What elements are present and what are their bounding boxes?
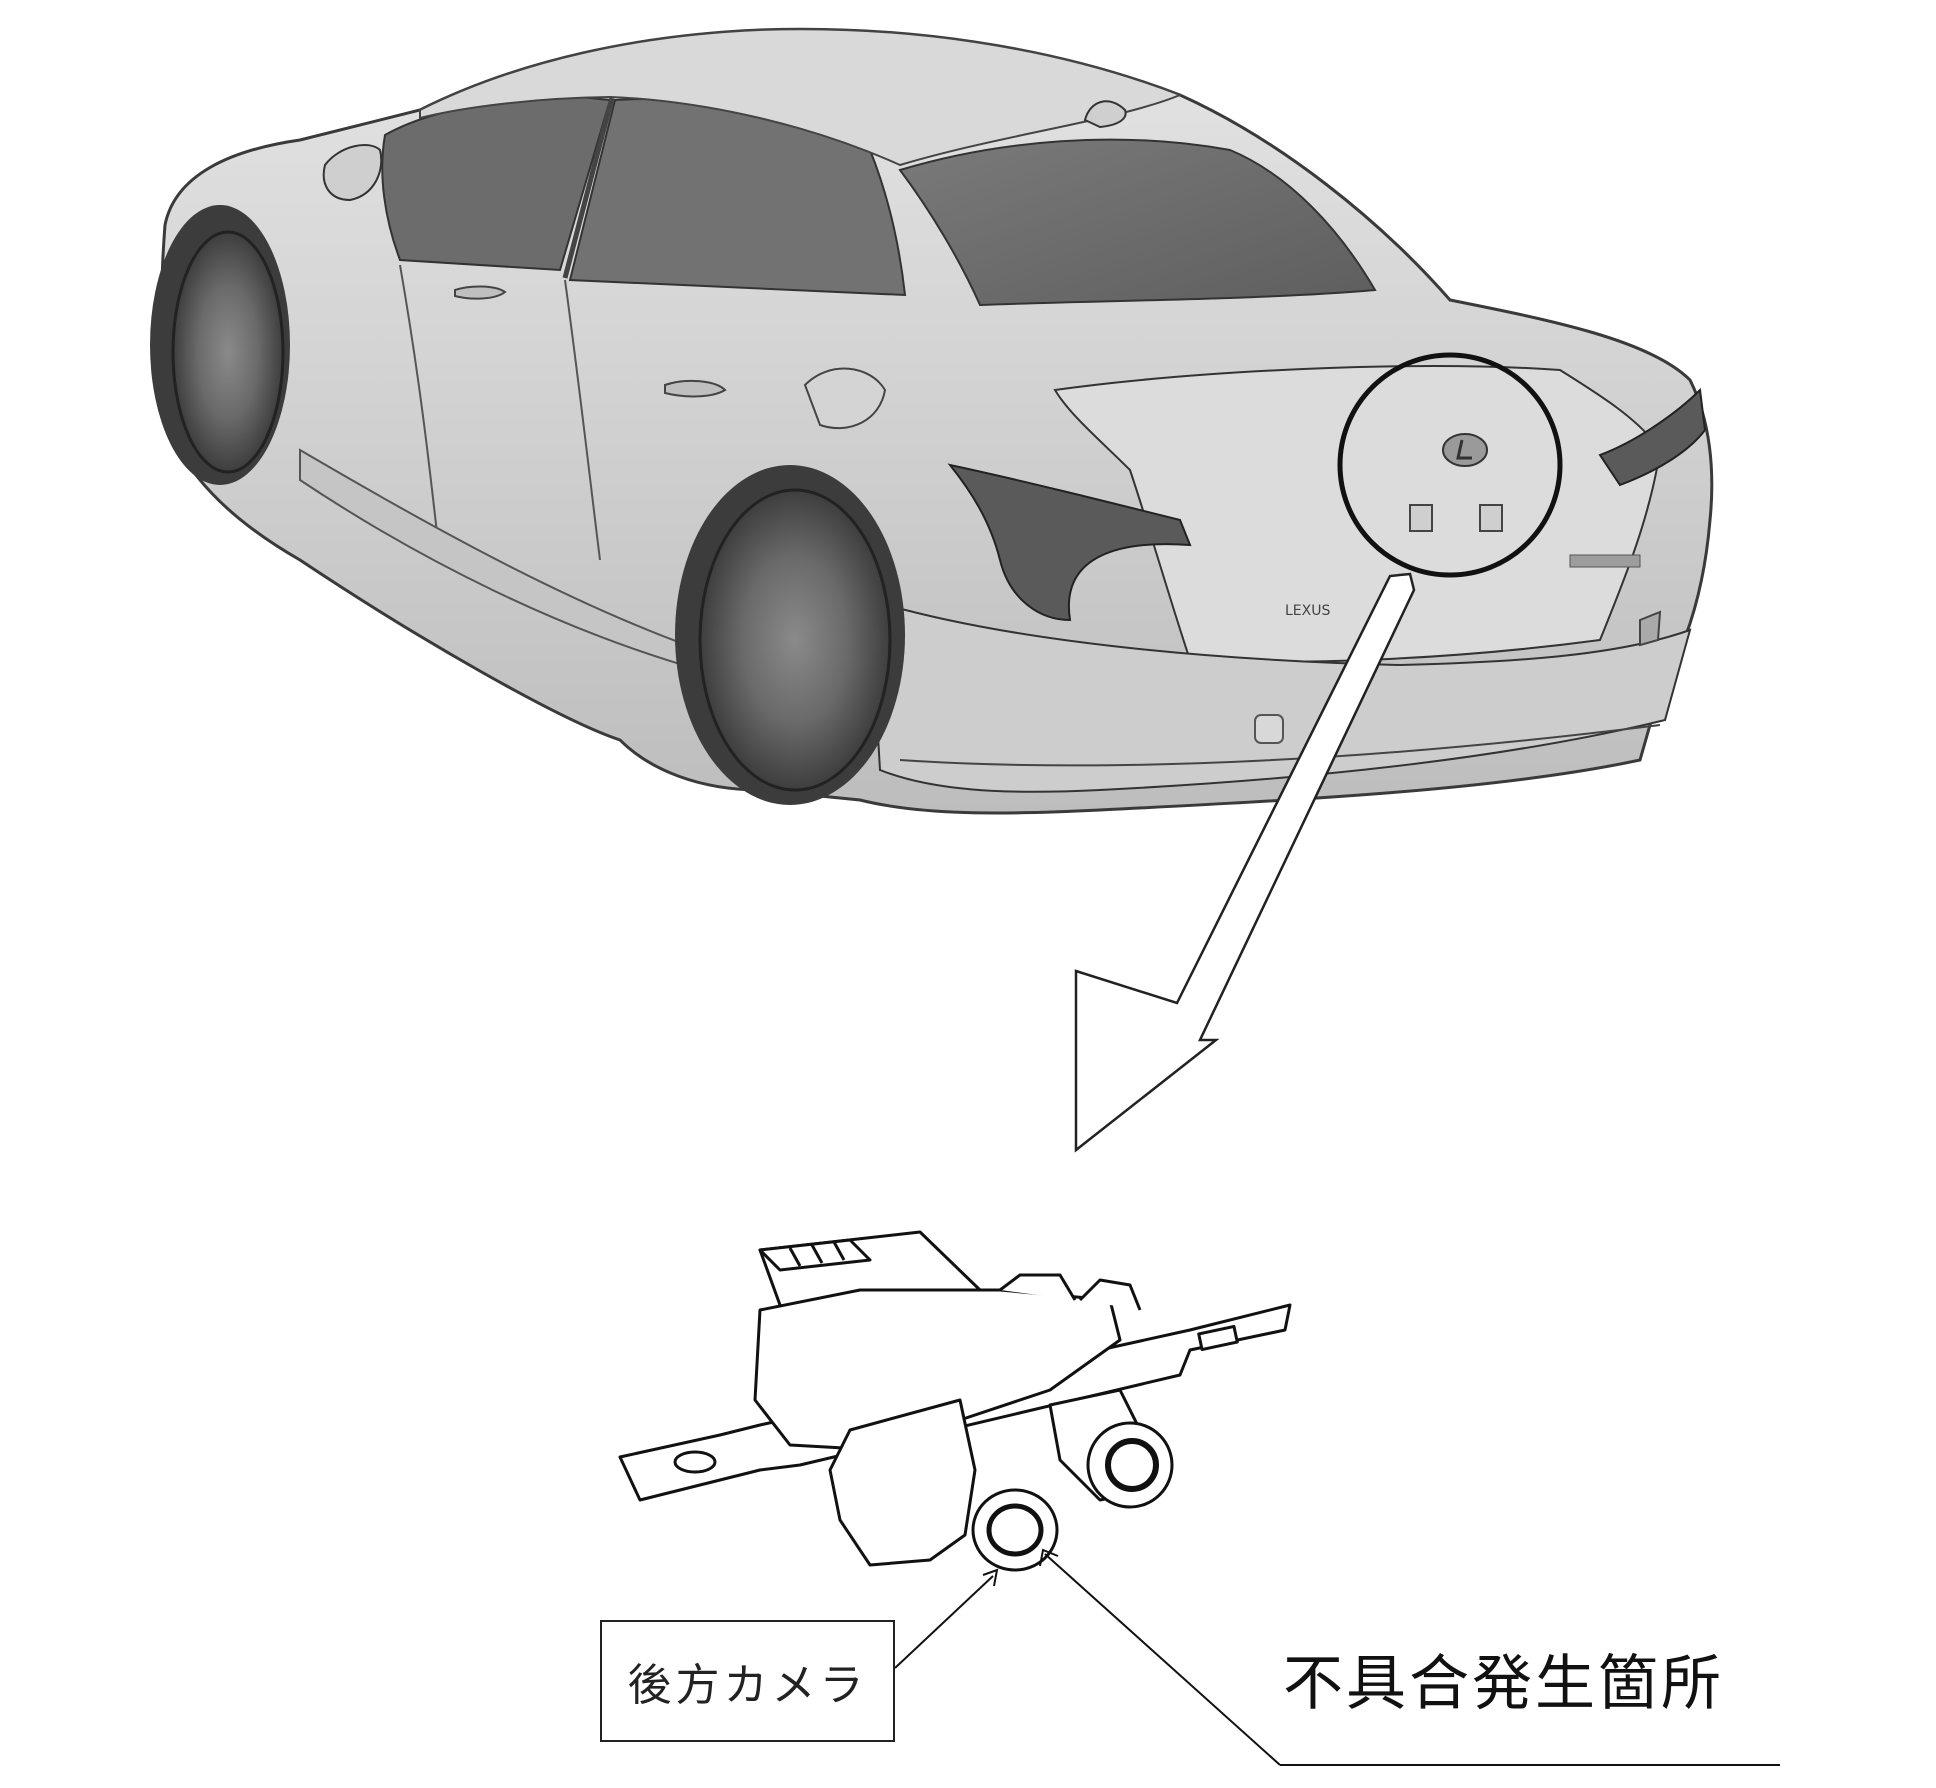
connector-top bbox=[758, 1238, 872, 1272]
leader-arrowhead-defect bbox=[1039, 1548, 1059, 1567]
pointer-arrow bbox=[1074, 572, 1416, 1153]
camera-side-tabs bbox=[999, 1273, 1142, 1311]
door-lines bbox=[399, 264, 601, 561]
leader-line-defect bbox=[1044, 1553, 1281, 1766]
camera-lower-housing bbox=[828, 1398, 977, 1567]
door-handle-rear bbox=[664, 379, 727, 398]
camera-lens-inner bbox=[986, 1503, 1044, 1557]
side-mirror bbox=[322, 144, 383, 202]
plate-lamp-left bbox=[1409, 504, 1433, 532]
leader-lines bbox=[894, 1548, 1780, 1766]
rear-wheel bbox=[698, 488, 892, 792]
tail-light-right bbox=[1598, 387, 1707, 487]
connector-rib-2 bbox=[810, 1244, 824, 1264]
fuel-lid bbox=[803, 367, 887, 430]
connector-rib-1 bbox=[788, 1247, 802, 1267]
connector-rib-3 bbox=[832, 1241, 846, 1261]
badge-right bbox=[1569, 554, 1641, 568]
defect-location-label: 不具合発生箇所 bbox=[1283, 1649, 1724, 1719]
door-handle-front bbox=[454, 285, 507, 300]
front-wheel bbox=[171, 230, 285, 474]
bracket-hole-left bbox=[673, 1450, 717, 1474]
rear-camera-assembly bbox=[618, 1230, 1292, 1572]
plate-lamp-right bbox=[1479, 504, 1503, 532]
secondary-lens-inner bbox=[1105, 1438, 1159, 1492]
shark-fin-antenna bbox=[1083, 100, 1127, 129]
bracket-slot-right bbox=[1197, 1324, 1239, 1352]
camera-body bbox=[753, 1288, 1122, 1452]
bumper-line bbox=[899, 724, 1661, 767]
leader-arrowhead-camera bbox=[982, 1568, 999, 1587]
rear-camera-label: 後方カメラ bbox=[600, 1620, 895, 1742]
highlight-circle bbox=[1337, 352, 1563, 578]
tail-light-left bbox=[947, 463, 1192, 622]
badge-left: LEXUS bbox=[1285, 603, 1330, 619]
lexus-emblem-mark bbox=[1456, 439, 1472, 460]
reflector-right bbox=[1639, 610, 1662, 647]
tow-hook-cover bbox=[1254, 714, 1284, 744]
leader-line-camera bbox=[894, 1575, 994, 1669]
car-illustration: LEXUS bbox=[150, 27, 1714, 815]
lexus-emblem-icon bbox=[1442, 433, 1488, 467]
b-pillar bbox=[562, 97, 615, 279]
rear-window bbox=[898, 138, 1377, 307]
